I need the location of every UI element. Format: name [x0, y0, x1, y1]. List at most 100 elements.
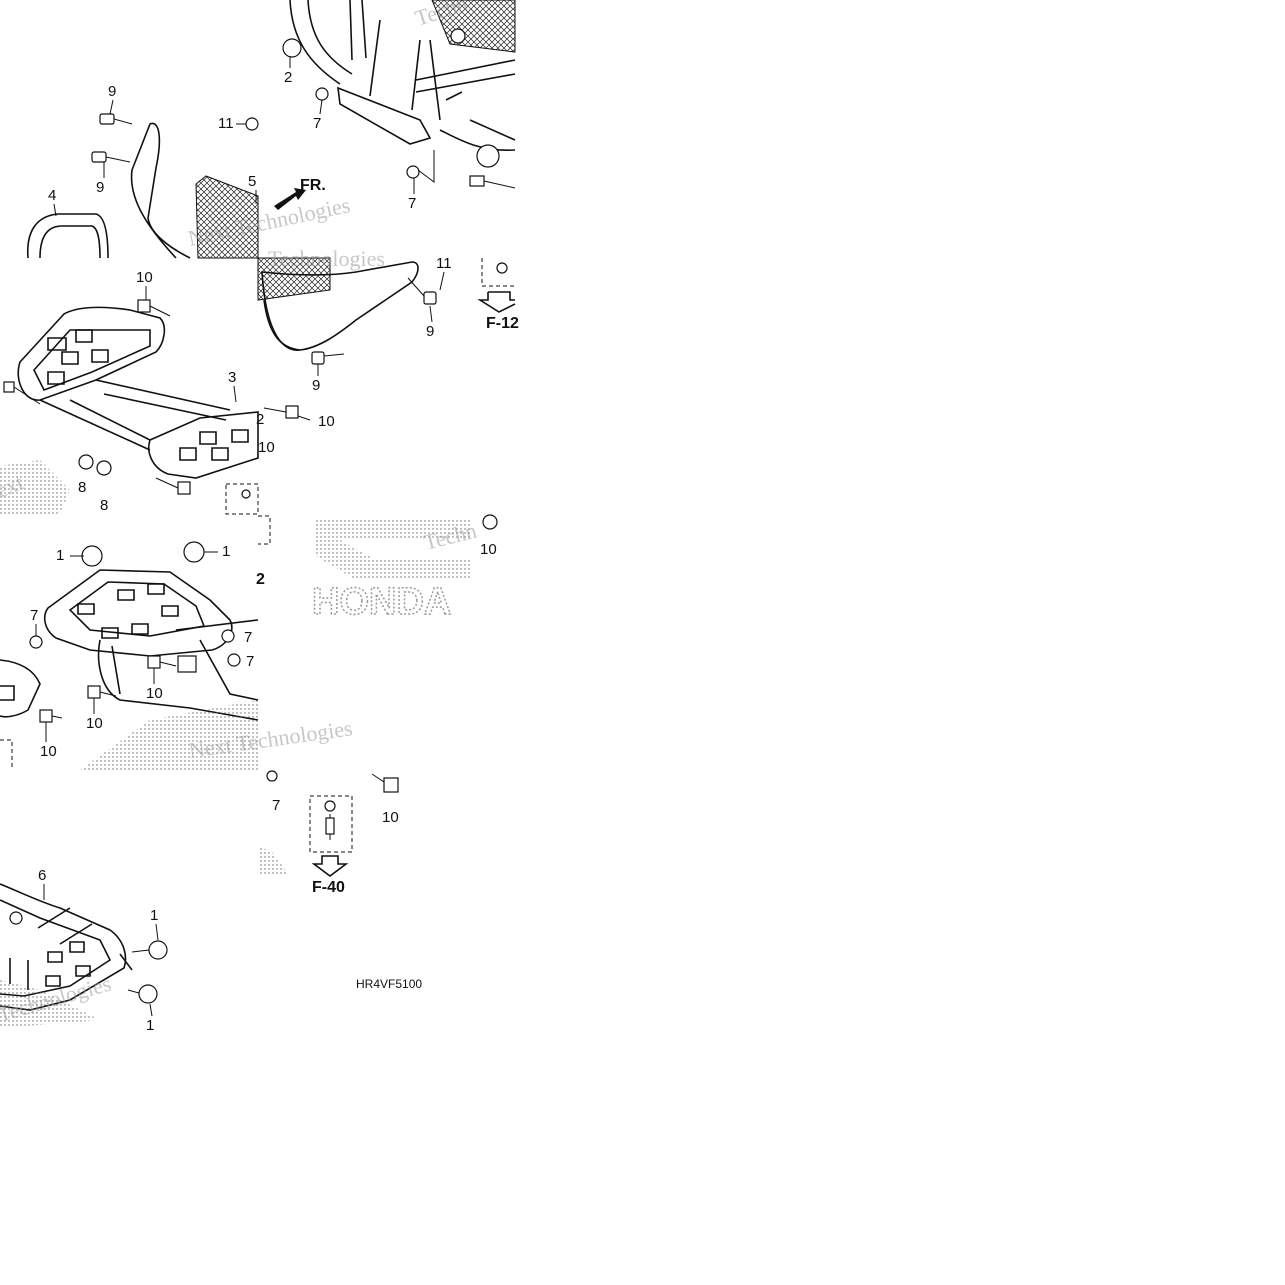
- drawing-code: HR4VF5100: [356, 977, 422, 991]
- callout-8: 8: [100, 497, 108, 514]
- cross-reference-f40: F-40: [312, 879, 345, 896]
- side-cover-mesh: [257, 257, 331, 301]
- front-footrest-openings: [47, 329, 249, 461]
- watermark-text: Technologies: [268, 246, 385, 271]
- nut-fastener: [29, 635, 43, 649]
- grommet-fastener: [81, 545, 103, 567]
- callout-9: 9: [96, 179, 104, 196]
- callout-6: 6: [38, 867, 46, 884]
- nut-fastener: [9, 911, 23, 925]
- grommet-fastener: [282, 38, 302, 58]
- front-bumper-bar: [26, 213, 109, 259]
- callout-1: 1: [222, 543, 230, 560]
- panel-rear-guard: [282, 0, 516, 189]
- panel-rear-rack: [0, 883, 168, 1028]
- nut-fastener: [266, 770, 278, 782]
- grommet-fastener: [148, 940, 168, 960]
- front-direction-arrow: FR.: [274, 177, 326, 210]
- clip-fastener: [311, 277, 437, 365]
- panel-bracket-ref: [258, 770, 399, 877]
- callout-10: 10: [146, 685, 163, 702]
- callout-10: 10: [480, 541, 497, 558]
- callout-10: 10: [86, 715, 103, 732]
- nut-fastener: [227, 653, 241, 667]
- left-carrier-edge: [0, 659, 41, 718]
- callout-4: 4: [48, 187, 56, 204]
- panel-side-cover: [257, 257, 516, 365]
- grommet-fastener: [245, 117, 259, 131]
- callout-10: 10: [318, 413, 335, 430]
- cross-reference-f12: F-12: [486, 315, 519, 332]
- callout-7: 7: [244, 629, 252, 646]
- clip-fastener: [91, 113, 133, 163]
- callout-7: 7: [30, 607, 38, 624]
- callout-7: 7: [272, 797, 280, 814]
- nut-fastener: [221, 629, 235, 643]
- callout-labels: 9 9 11 4 5 2 7 7 10 3 2 10 10 8 8 11 9 9…: [30, 69, 519, 1034]
- panel-brand: HONDA: [311, 514, 498, 624]
- reference-box: [225, 483, 259, 515]
- grommet-fastener: [476, 144, 500, 168]
- callout-1: 1: [56, 547, 64, 564]
- nut-fastener: [96, 460, 112, 476]
- rear-rack-legs: [9, 953, 133, 990]
- callout-7: 7: [246, 653, 254, 670]
- nut-fastener: [406, 165, 420, 179]
- bolt-fastener: [469, 175, 516, 189]
- rear-footrest: [148, 411, 259, 479]
- callout-10: 10: [40, 743, 57, 760]
- carrier-rails: [39, 379, 231, 451]
- panel-front-guard: FR.: [26, 113, 326, 259]
- rear-carrier-inner: [68, 581, 206, 637]
- rear-carrier-frame: [43, 569, 233, 657]
- grommet-fastener: [138, 984, 158, 1004]
- side-cover: [130, 122, 191, 259]
- bolt-fastener: [371, 773, 399, 793]
- guard-crossmember: [337, 19, 516, 145]
- callout-10: 10: [382, 809, 399, 826]
- grommet-fastener: [183, 541, 205, 563]
- callout-8: 8: [78, 479, 86, 496]
- panel-rear-carrier: [0, 515, 271, 770]
- callout-3: 3: [228, 369, 236, 386]
- side-cover-body: [263, 299, 301, 351]
- callout-2: 2: [256, 411, 264, 428]
- callout-7: 7: [408, 195, 416, 212]
- nut-fastener: [78, 454, 94, 470]
- ref-arrow-f40: [311, 855, 349, 877]
- callout-1: 1: [150, 907, 158, 924]
- guard-tube: [289, 0, 367, 85]
- panel-front-carrier: [0, 299, 299, 515]
- nut-fastener: [315, 87, 329, 101]
- bolt-fastener: [3, 299, 299, 495]
- rear-rack-frame: [0, 883, 127, 1011]
- callout-2: 2: [284, 69, 292, 86]
- rear-carrier-rails: [97, 619, 259, 721]
- reference-box: [309, 795, 353, 853]
- honda-wing-logo: [316, 520, 470, 580]
- rear-carrier-openings: [77, 583, 179, 639]
- svg-text:FR.: FR.: [300, 177, 326, 194]
- callout-10: 10: [258, 439, 275, 456]
- front-carrier-frame: [17, 306, 166, 401]
- callout-9: 9: [312, 377, 320, 394]
- cross-reference-2: 2: [256, 571, 265, 588]
- honda-wordmark: HONDA: [312, 581, 451, 623]
- nut-fastener: [482, 514, 498, 530]
- callout-9: 9: [426, 323, 434, 340]
- callout-1: 1: [146, 1017, 154, 1034]
- reference-box: [481, 258, 515, 287]
- callout-5: 5: [248, 173, 256, 190]
- callout-11: 11: [436, 255, 452, 272]
- callout-7: 7: [313, 115, 321, 132]
- rear-rack-openings: [45, 941, 91, 987]
- guard-brace: [439, 91, 516, 151]
- callout-9: 9: [108, 83, 116, 100]
- ref-arrow-f12: [477, 291, 516, 313]
- callout-10: 10: [136, 269, 153, 286]
- callout-11: 11: [218, 115, 234, 132]
- nut-fastener: [450, 28, 466, 44]
- leader-lines: [35, 56, 445, 1017]
- front-grille: [195, 175, 259, 259]
